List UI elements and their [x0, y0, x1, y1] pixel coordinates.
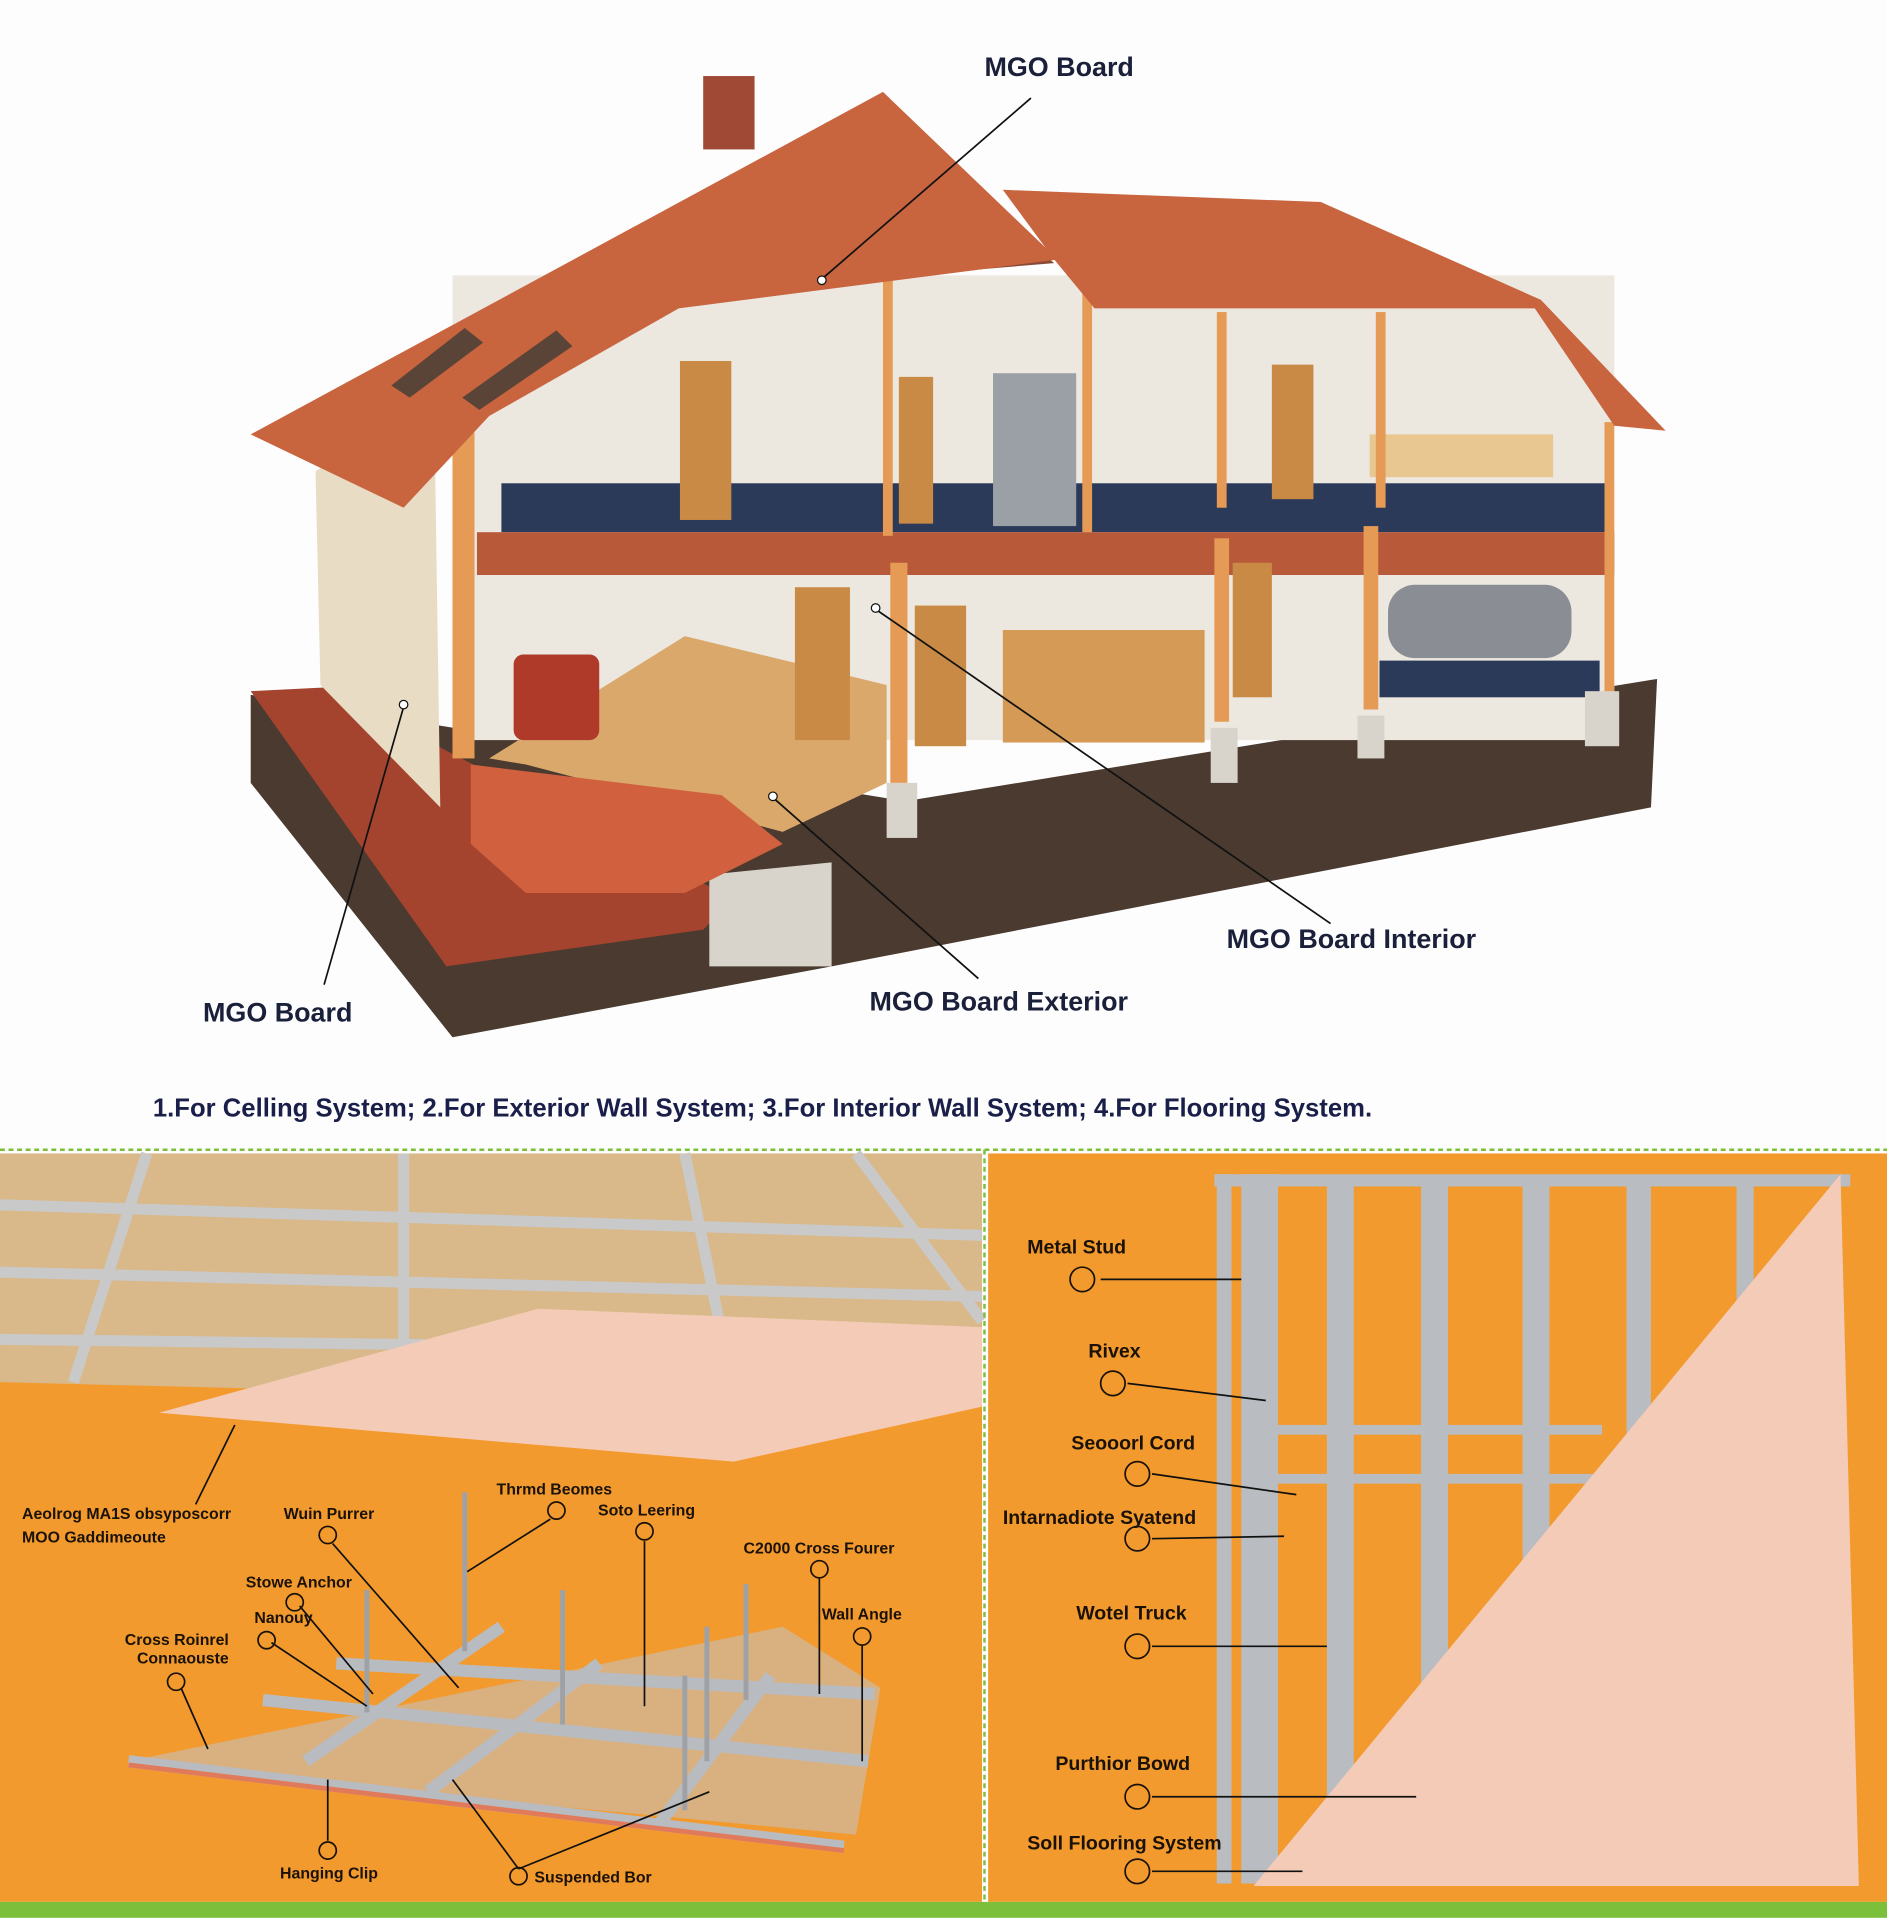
garage-car: [1388, 584, 1572, 659]
left-wall: [315, 403, 441, 808]
ceiling-leaders: [166, 1424, 872, 1886]
ceiling-system-panel: Aeolrog MA1S obsyposcorr MOO Gaddimeoute…: [0, 1150, 987, 1902]
label-metal-stud: Metal Stud: [1027, 1237, 1126, 1259]
label-stowe-anchor: Stowe Anchor: [246, 1575, 352, 1592]
label-mgo-board-line2: MOO Gaddimeoute: [22, 1529, 166, 1546]
skylight-2: [462, 330, 573, 410]
callout-mgo-board-interior: MGO Board Interior: [1227, 924, 1477, 954]
label-suspended-bar: Suspended Bor: [534, 1869, 651, 1886]
door-upper-3: [1271, 364, 1314, 500]
label-solo-leering: Soto Leering: [598, 1502, 695, 1519]
label-cross-connector-line1: Cross Roinrel: [125, 1632, 229, 1649]
label-cross-runner: C2000 Cross Fourer: [744, 1540, 895, 1557]
callout-mgo-board-left: MGO Board: [203, 997, 352, 1027]
label-flooring-system: Soll Flooring System: [1027, 1832, 1221, 1854]
door-lower-2: [914, 605, 967, 747]
label-second-cord: Seooorl Cord: [1071, 1432, 1195, 1454]
foundation-block: [709, 862, 832, 967]
door-upper-2: [898, 376, 934, 524]
green-bottom-strip: [0, 1901, 1887, 1918]
callout-mgo-board-top: MGO Board: [984, 52, 1133, 82]
label-intermediate: Intarnadiote Syatend: [1003, 1507, 1196, 1529]
mgo-ceiling-board: [158, 1308, 983, 1462]
label-partition-board: Purthior Bowd: [1055, 1753, 1190, 1775]
shower: [993, 373, 1077, 527]
wall-system-panel: Metal Stud Rivex Seooorl Cord Intarnadio…: [988, 1153, 1887, 1902]
label-rivet: Rivex: [1088, 1341, 1140, 1363]
stair-block: [470, 764, 783, 893]
door-lower-1: [794, 587, 850, 741]
label-wall-angle: Wall Angle: [822, 1606, 902, 1623]
label-thread-boom: Thrmd Beomes: [497, 1482, 613, 1499]
chimney: [703, 76, 755, 150]
house-callouts: MGO Board MGO Board MGO Board Exterior M…: [203, 52, 1477, 1027]
door-lower-3: [1232, 562, 1272, 698]
roof-left: [250, 91, 1058, 508]
label-mgo-board-line1: Aeolrog MA1S obsyposcorr: [22, 1506, 231, 1523]
label-hanging-clip: Hanging Clip: [280, 1866, 378, 1883]
roof-right: [1002, 189, 1666, 431]
suspension-frame: [127, 1492, 881, 1853]
skylight-1: [391, 327, 484, 398]
sofa: [513, 654, 600, 741]
garage-floor: [1379, 660, 1600, 698]
frame-posts: [452, 279, 1615, 783]
bed: [1369, 434, 1554, 478]
house-cutaway-illustration: [250, 76, 1666, 1038]
door-upper-1: [679, 360, 732, 520]
living-floor: [489, 636, 887, 832]
cabinet: [1002, 630, 1205, 743]
label-cross-connector-line2: Connaouste: [137, 1650, 229, 1667]
callout-mgo-board-exterior: MGO Board Exterior: [870, 986, 1129, 1016]
piers: [886, 691, 1620, 838]
wall-leaders: [1069, 1266, 1417, 1885]
usage-caption: 1.For Celling System; 2.For Exterior Wal…: [153, 1095, 1372, 1123]
mgo-partition-board: [1253, 1174, 1859, 1886]
label-metal-track: Wotel Truck: [1076, 1602, 1187, 1624]
brick-band: [476, 532, 1615, 575]
label-narrow: Nanouy: [254, 1610, 312, 1627]
label-main-runner: Wuin Purrer: [284, 1506, 375, 1523]
